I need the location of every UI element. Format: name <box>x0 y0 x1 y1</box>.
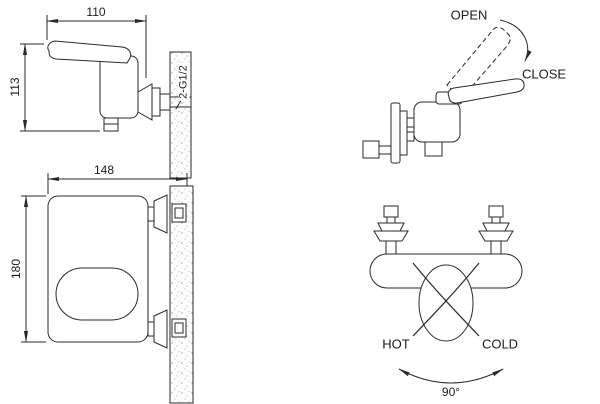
dim-110-label: 110 <box>86 5 106 19</box>
dimension-height-180 <box>21 195 46 343</box>
wall-section-bottom <box>169 185 194 404</box>
motion-arrow <box>499 19 532 62</box>
dim-148-label: 148 <box>93 163 115 177</box>
side-view <box>20 15 192 179</box>
connector-top <box>147 194 187 234</box>
rotation-angle-label: 90° <box>441 385 461 399</box>
handle-front <box>55 267 139 321</box>
wall-flange-side <box>362 102 415 164</box>
outlet-operation <box>424 141 443 157</box>
close-label: CLOSE <box>521 66 567 82</box>
hot-label: HOT <box>382 336 410 352</box>
faucet-side-body <box>47 40 191 132</box>
supply-view <box>369 205 523 384</box>
escutcheon-cone <box>137 83 153 121</box>
lever-closed-solid <box>447 78 525 104</box>
lever-open-dashed <box>446 26 511 100</box>
faucet-operation-body <box>413 91 463 157</box>
left-mount <box>373 205 409 255</box>
right-mount <box>478 205 514 255</box>
thread-size-label: 2-G1/2 <box>177 63 190 101</box>
lever-side <box>47 40 132 64</box>
connector-bottom <box>147 309 187 349</box>
handle-with-streams <box>412 262 480 342</box>
rotation-arc <box>398 368 504 384</box>
dimension-width-110 <box>46 15 147 78</box>
dimension-width-148 <box>47 173 188 194</box>
supply-fitting <box>362 140 380 159</box>
dim-113-label: 113 <box>8 77 22 97</box>
cold-label: COLD <box>481 336 519 352</box>
operation-view <box>362 19 532 164</box>
faucet-front-body <box>47 195 149 343</box>
front-view <box>21 173 194 404</box>
dim-180-label: 180 <box>9 258 23 280</box>
open-label: OPEN <box>450 7 488 23</box>
dimension-height-113 <box>20 43 100 132</box>
